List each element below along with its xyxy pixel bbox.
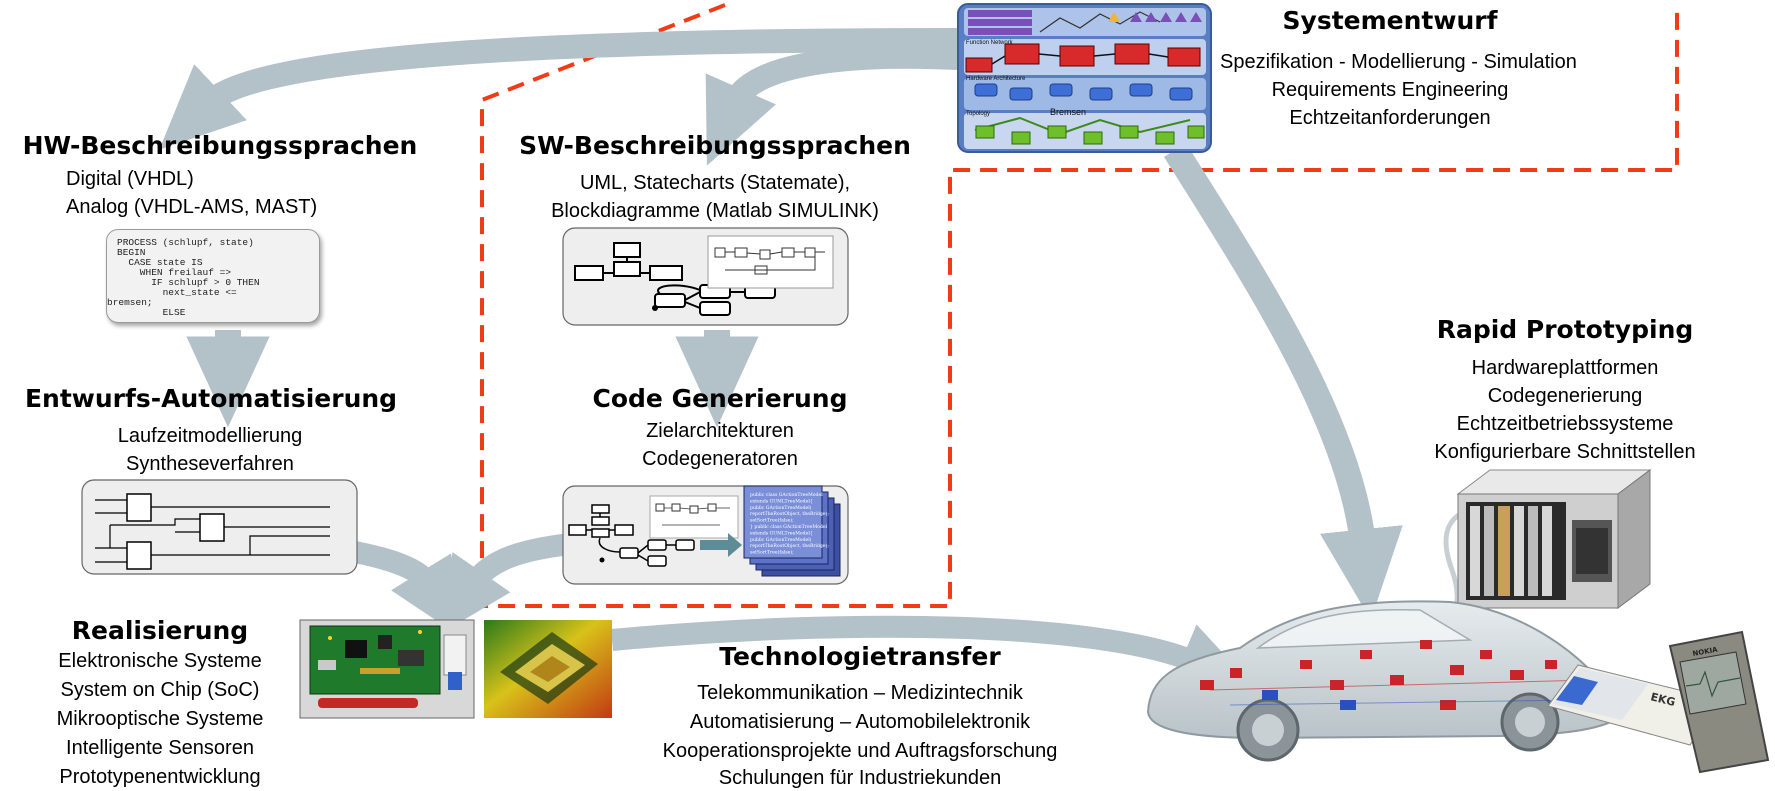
text-tech-2: Automatisierung – Automobilelektronik: [689, 711, 1031, 733]
heading-code-generierung: Code Generierung: [592, 384, 848, 413]
code-sheet-line: setSortTree(false);: [750, 549, 794, 556]
text-systementwurf-1: Spezifikation - Modellierung - Simulatio…: [1220, 51, 1577, 73]
sysdiagram-label-bremsen: Bremsen: [1050, 107, 1086, 117]
text-hw-2: Analog (VHDL-AMS, MAST): [66, 196, 318, 218]
text-systementwurf-3: Echtzeitanforderungen: [1289, 107, 1491, 129]
vhdl-code-box: PROCESS (schlupf, state) BEGIN CASE stat…: [106, 229, 320, 323]
code-sheet-line: reportTheRootObject, theBridge);: [750, 510, 829, 517]
arrow-sys-to-sw: [705, 44, 959, 166]
text-sw-1: UML, Statecharts (Statemate),: [579, 172, 851, 194]
arrow-entwurf-to-real: [352, 541, 462, 638]
text-sw-2: Blockdiagramme (Matlab SIMULINK): [551, 200, 879, 222]
chip-image: [484, 620, 612, 718]
heading-sw-beschreibungssprachen: SW-Beschreibungssprachen: [519, 131, 911, 160]
code-sheet-line: extends GUMLTreeModel{: [750, 498, 813, 504]
heading-entwurfs-automatisierung: Entwurfs-Automatisierung: [24, 384, 398, 413]
arrow-transfer-to-car: [610, 615, 1254, 690]
vhdl-code-line: BEGIN: [117, 247, 146, 258]
text-tech-3: Kooperationsprojekte und Auftragsforschu…: [662, 740, 1058, 762]
code-sheet-line: reportTheRootObject, theBridge);: [750, 542, 829, 549]
vhdl-code-line: IF schlupf > 0 THEN: [117, 277, 260, 288]
text-tech-4: Schulungen für Industriekunden: [718, 767, 1002, 789]
arrow-codegen-to-real: [437, 533, 572, 636]
sysdiagram-label-topology: Topology: [966, 111, 990, 117]
code-sheet-line: setSortTree(false);: [750, 517, 794, 524]
text-real-4: Intelligente Sensoren: [66, 737, 254, 759]
text-rapid-4: Konfigurierbare Schnittstellen: [1434, 441, 1696, 463]
vhdl-code-line: WHEN freilauf =>: [117, 267, 232, 278]
sysdiagram-label-function: Function Network: [966, 40, 1014, 46]
code-sheet-line: public GActionTreeModel(: [750, 536, 812, 543]
text-real-2: System on Chip (SoC): [60, 679, 260, 701]
sysdiagram-label-hardware: Hardware Architecture: [966, 76, 1026, 82]
sw-diagram-box: [562, 227, 849, 326]
vhdl-code-line: next_state <=: [117, 287, 237, 298]
text-real-1: Elektronische Systeme: [58, 650, 262, 672]
text-entwurf-2: Syntheseverfahren: [126, 453, 294, 475]
text-tech-1: Telekommunikation – Medizintechnik: [697, 682, 1023, 704]
text-real-5: Prototypenentwicklung: [59, 766, 261, 788]
text-systementwurf-2: Requirements Engineering: [1271, 79, 1509, 101]
text-rapid-1: Hardwareplattformen: [1471, 357, 1659, 379]
heading-systementwurf: Systementwurf: [1282, 6, 1498, 35]
text-codegen-1: Zielarchitekturen: [646, 420, 794, 442]
text-rapid-3: Echtzeitbetriebssysteme: [1456, 413, 1674, 435]
arrow-sys-to-car: [1163, 143, 1403, 620]
ekg-device-image: EKG NOKIA: [1547, 630, 1770, 774]
vhdl-code-line: CASE state IS: [117, 257, 203, 268]
logic-diagram-box: [81, 479, 358, 575]
heading-technologietransfer: Technologietransfer: [719, 642, 1001, 671]
text-entwurf-1: Laufzeitmodellierung: [117, 425, 303, 447]
text-rapid-2: Codegenerierung: [1487, 385, 1643, 407]
text-hw-1: Digital (VHDL): [66, 168, 194, 190]
system-design-diagram: Function Network Hardware Architecture T…: [957, 3, 1212, 153]
code-sheet-line: extends GUMLTreeModel{: [750, 530, 813, 536]
ekg-label: EKG: [1649, 690, 1676, 709]
rack-image: [1456, 469, 1652, 609]
vhdl-code-line: ELSE: [117, 307, 186, 318]
code-sheet-line: public class GActionTreeModel: [750, 492, 823, 498]
heading-hw-beschreibungssprachen: HW-Beschreibungssprachen: [22, 131, 418, 160]
code-sheet-line: public GActionTreeModel(: [750, 504, 812, 511]
heading-rapid-prototyping: Rapid Prototyping: [1436, 315, 1694, 344]
arrow-sys-to-hw: [159, 28, 959, 150]
text-real-3: Mikrooptische Systeme: [56, 708, 264, 730]
heading-realisierung: Realisierung: [71, 616, 249, 645]
pcb-board-image: [299, 619, 475, 719]
car-image: [1146, 600, 1623, 762]
code-sheet-line: } public class GActionTreeModel: [750, 524, 828, 530]
text-codegen-2: Codegeneratoren: [642, 448, 798, 470]
vhdl-code-line: PROCESS (schlupf, state): [117, 237, 254, 248]
vhdl-code-line: bremsen;: [107, 297, 153, 308]
